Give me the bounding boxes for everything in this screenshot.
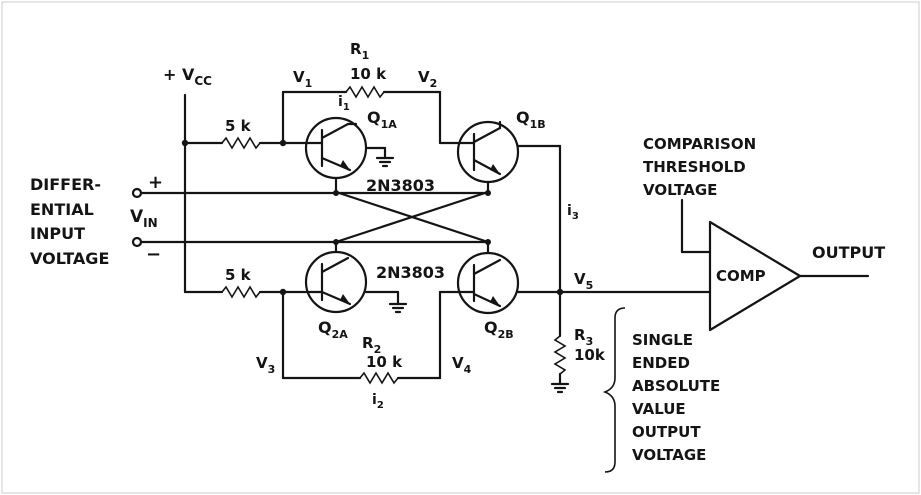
- input-terminals: [131, 187, 491, 248]
- i2-label: i2: [372, 392, 384, 411]
- se-label-5: OUTPUT: [632, 423, 701, 441]
- v2-label: V2: [418, 68, 437, 90]
- diff-label-3: INPUT: [30, 224, 85, 243]
- r3-label: R3: [574, 326, 593, 348]
- r3-value: 10k: [574, 346, 606, 364]
- q1b-label: Q1B: [516, 108, 546, 131]
- comparison-label-2: THRESHOLD: [643, 158, 746, 176]
- se-label-1: SINGLE: [632, 331, 693, 349]
- r1-value: 10 k: [350, 65, 387, 83]
- diff-label-2: ENTIAL: [30, 200, 94, 219]
- part-number-bottom: 2N3803: [376, 263, 445, 282]
- comparison-label-1: COMPARISON: [643, 135, 756, 153]
- comparator: [680, 198, 870, 332]
- diff-label-1: DIFFER-: [30, 175, 101, 194]
- v5-label: V5: [574, 270, 593, 292]
- r1-label: R1: [350, 40, 369, 62]
- r-5k-bot-label: 5 k: [225, 266, 252, 284]
- se-label-4: VALUE: [632, 400, 686, 418]
- r-5k-top-label: 5 k: [225, 117, 252, 135]
- q2b-label: Q2B: [484, 318, 514, 341]
- transistor-q1b: [456, 120, 562, 194]
- i1-label: i1: [338, 94, 350, 113]
- diff-label-4: VOLTAGE: [30, 249, 109, 268]
- output-brace: [602, 307, 626, 473]
- r2-label: R2: [362, 334, 381, 356]
- se-label-3: ABSOLUTE: [632, 377, 720, 395]
- comp-label: COMP: [716, 267, 766, 285]
- transistor-q2a: [304, 240, 408, 314]
- q1a-label: Q1A: [367, 108, 397, 131]
- r2-value: 10 k: [366, 353, 403, 371]
- output-label: OUTPUT: [812, 243, 885, 262]
- se-label-2: ENDED: [632, 354, 690, 372]
- vin-label: VIN: [130, 207, 158, 230]
- v1-label: V1: [293, 68, 312, 90]
- transistor-q2b: [456, 240, 562, 315]
- r2-resistor: [281, 290, 472, 385]
- r1-resistor: [281, 85, 472, 145]
- q2a-label: Q2A: [318, 318, 348, 341]
- se-label-6: VOLTAGE: [632, 446, 706, 464]
- plus-sign: +: [148, 172, 163, 193]
- transistor-q1a: [304, 116, 395, 194]
- comparison-label-3: VOLTAGE: [643, 181, 717, 199]
- minus-sign: −: [146, 244, 161, 265]
- r3-resistor: [550, 144, 712, 394]
- v4-label: V4: [452, 354, 472, 376]
- vcc-label: + VCC: [163, 65, 212, 88]
- v3-label: V3: [256, 354, 275, 376]
- i3-label: i3: [567, 203, 579, 222]
- part-number-top: 2N3803: [366, 176, 435, 195]
- cross-connection: [334, 190, 490, 244]
